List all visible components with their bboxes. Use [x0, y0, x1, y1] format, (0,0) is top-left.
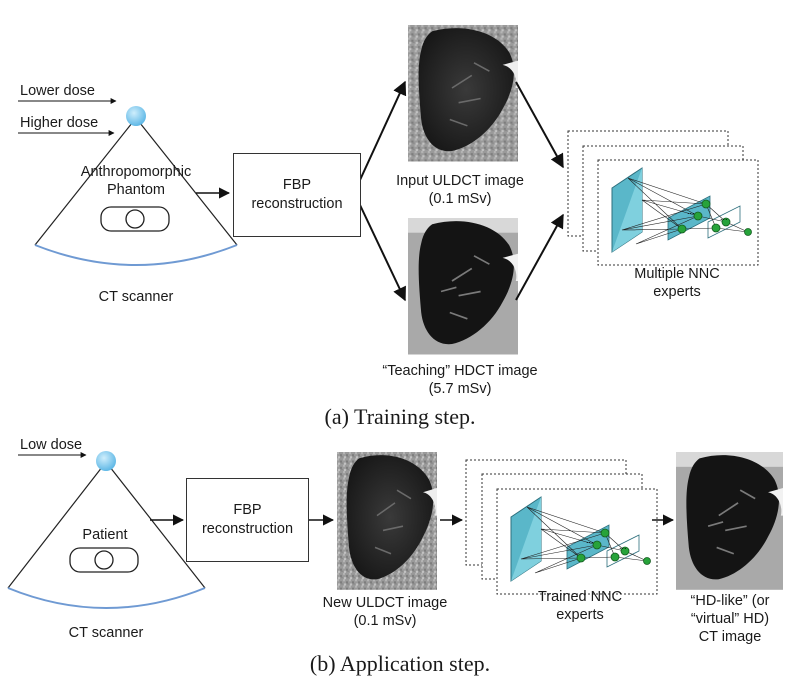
hd-like-ct-image: [675, 451, 784, 591]
scanner-fan: [34, 117, 137, 246]
experts-label-line2: experts: [653, 284, 701, 300]
trained-nnc-experts: [465, 459, 658, 595]
scanner-label: CT scanner: [98, 289, 174, 305]
low-dose-label: Low dose: [20, 437, 83, 453]
app-scanner-label: CT scanner: [68, 625, 144, 641]
lower-dose-label: Lower dose: [20, 83, 95, 99]
new-image-label-line1: New ULDCT image: [322, 595, 448, 611]
app-fbp-label-line1: FBP: [233, 502, 262, 518]
teaching-image-label-line1: “Teaching” HDCT image: [382, 363, 538, 379]
fbp-reconstruction-box: FBP reconstruction: [233, 153, 361, 237]
output-label-line3: CT image: [698, 629, 762, 645]
new-uldct-image: [336, 451, 438, 591]
x-ray-source-icon: [126, 106, 146, 126]
experts-label-line1: Multiple NNC: [634, 266, 720, 282]
phantom-label-line2: Phantom: [106, 182, 166, 198]
application-scanner: [7, 451, 206, 609]
trained-label-line2: experts: [556, 607, 604, 623]
teaching-image-label-line2: (5.7 mSv): [428, 381, 492, 397]
training-caption: (a) Training step.: [324, 404, 476, 429]
phantom-label-line1: Anthropomorphic: [80, 164, 192, 180]
output-label-line1: “HD-like” (or: [690, 593, 770, 609]
output-label-line2: “virtual” HD): [690, 611, 770, 627]
x-ray-source-icon: [96, 451, 116, 471]
input-image-label-line1: Input ULDCT image: [396, 173, 524, 189]
app-fbp-label-line2: reconstruction: [201, 521, 294, 537]
higher-dose-label: Higher dose: [20, 115, 99, 131]
fbp-label-line2: reconstruction: [251, 196, 343, 212]
new-image-label-line2: (0.1 mSv): [353, 613, 417, 629]
teaching-hdct-image: [407, 217, 519, 356]
fbp-label-line1: FBP: [282, 177, 312, 193]
patient-label: Patient: [82, 527, 128, 543]
input-uldct-image: [407, 24, 519, 163]
scanner-arc: [34, 244, 238, 266]
app-fbp-reconstruction-box: FBP reconstruction: [186, 478, 309, 562]
multiple-nnc-experts: [567, 130, 759, 266]
trained-label-line1: Trained NNC: [537, 589, 623, 605]
application-caption: (b) Application step.: [309, 651, 491, 676]
training-scanner: [34, 106, 238, 266]
input-image-label-line2: (0.1 mSv): [428, 191, 492, 207]
